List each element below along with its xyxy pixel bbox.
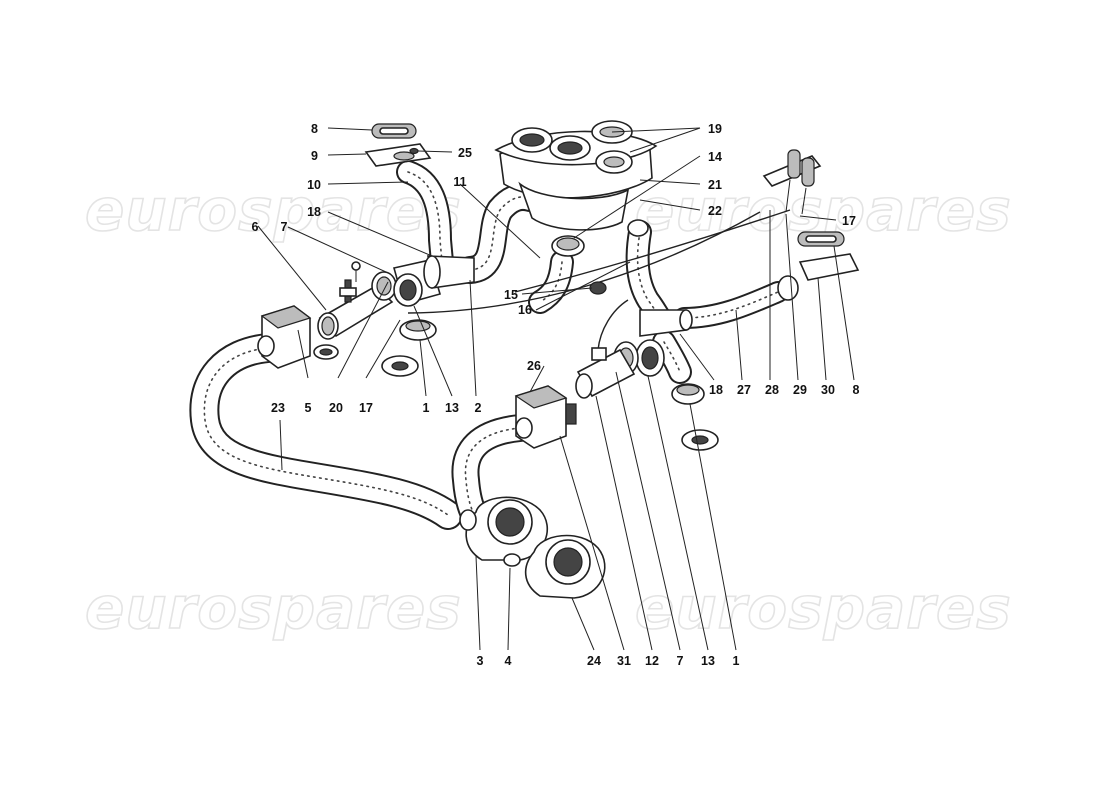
- part-4-mount: [503, 553, 521, 567]
- callout-2: 2: [475, 401, 482, 415]
- part-24-blower: [524, 534, 606, 599]
- part-25-screw: [409, 147, 419, 155]
- watermarks: eurospares eurospares eurospares eurospa…: [84, 175, 1012, 643]
- leader-lines: [257, 127, 855, 651]
- part-13-connector-right: [635, 339, 665, 377]
- part-17-seal-left: [381, 355, 419, 377]
- callout-12: 12: [645, 654, 659, 668]
- part-18-tee-left: [423, 255, 475, 289]
- part-14-cover-disc: [551, 235, 585, 257]
- part-30-vent-plate: [777, 253, 860, 301]
- callout-13: 13: [701, 654, 715, 668]
- callout-9: 9: [311, 149, 318, 163]
- callout-10: 10: [307, 178, 321, 192]
- part-9-vent-plate: [364, 143, 432, 167]
- callout-7: 7: [281, 220, 288, 234]
- callout-24: 24: [587, 654, 601, 668]
- callout-20: 20: [329, 401, 343, 415]
- callout-26: 26: [527, 359, 541, 373]
- hose-11: [528, 250, 574, 314]
- callout-28: 28: [765, 383, 779, 397]
- callout-16: 16: [518, 303, 532, 317]
- callout-21: 21: [708, 178, 722, 192]
- callout-18: 18: [709, 383, 723, 397]
- part-5-actuator-box: [257, 305, 339, 369]
- control-cables: [407, 209, 791, 351]
- part-18-tee-right: [639, 309, 693, 337]
- part-12-valve-right: [575, 347, 636, 399]
- hose-23: [189, 333, 463, 530]
- callout-4: 4: [505, 654, 512, 668]
- callout-25: 25: [458, 146, 472, 160]
- callout-22: 22: [708, 204, 722, 218]
- callout-6: 6: [252, 220, 259, 234]
- part-17-control-levers: [762, 149, 822, 215]
- hose-right-vertical: [625, 220, 672, 330]
- callout-11: 11: [453, 175, 466, 189]
- part-1-grommet-left: [399, 319, 437, 341]
- callout-14: 14: [708, 150, 722, 164]
- callout-1: 1: [423, 401, 430, 415]
- callout-labels: 8 9 25 10 18 11 6 7 19 14 21 22 17 15 16…: [252, 122, 860, 668]
- part-6-valve-body: [317, 261, 394, 340]
- callout-30: 30: [821, 383, 835, 397]
- callout-17: 17: [359, 401, 373, 415]
- callout-13: 13: [445, 401, 459, 415]
- callout-8: 8: [853, 383, 860, 397]
- callout-19: 19: [708, 122, 722, 136]
- part-8-grille-right: [797, 231, 845, 247]
- watermark: eurospares: [85, 574, 462, 642]
- hose-10: [396, 160, 454, 274]
- callout-15: 15: [504, 288, 518, 302]
- hose-27: [673, 281, 789, 329]
- callout-17: 17: [842, 214, 856, 228]
- part-8-grille-left: [371, 123, 417, 139]
- hose-2: [456, 182, 544, 284]
- part-26-actuator-box: [514, 385, 577, 449]
- part-22-side-outlet: [627, 219, 649, 237]
- callout-5: 5: [305, 401, 312, 415]
- watermark: eurospares: [85, 176, 462, 244]
- callout-1: 1: [733, 654, 740, 668]
- callout-31: 31: [617, 654, 631, 668]
- part-7-clamp-left: [371, 271, 397, 301]
- callout-8: 8: [311, 122, 318, 136]
- part-15-cap: [589, 281, 607, 295]
- part-1-seal-right: [681, 429, 719, 451]
- part-1-grommet-right: [671, 383, 705, 405]
- callout-27: 27: [737, 383, 751, 397]
- callout-23: 23: [271, 401, 285, 415]
- callout-7: 7: [677, 654, 684, 668]
- watermark: eurospares: [635, 574, 1012, 642]
- callout-3: 3: [477, 654, 484, 668]
- part-3-blower: [459, 496, 549, 561]
- callout-29: 29: [793, 383, 807, 397]
- callout-18: 18: [307, 205, 321, 219]
- hose-right-down: [652, 330, 692, 384]
